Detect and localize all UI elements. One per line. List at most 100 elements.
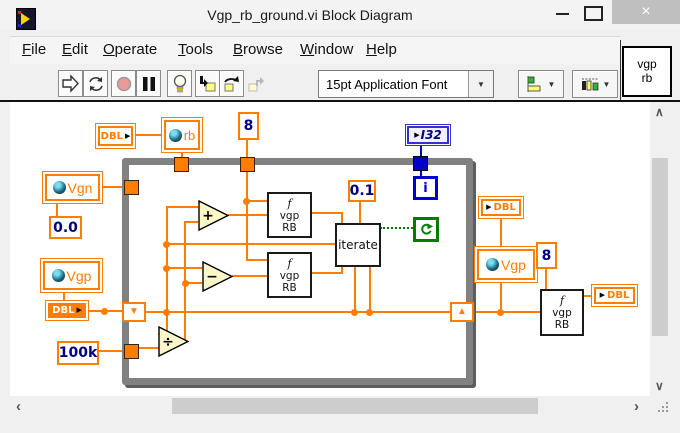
dbl-indicator-terminal-right[interactable]: ▶DBL — [478, 196, 524, 219]
wire-100k-to-tunnel[interactable] — [99, 350, 125, 352]
wire-iterate-to-condition[interactable] — [380, 227, 413, 229]
add-function[interactable]: + — [198, 200, 229, 231]
dbl-indicator-terminal-output[interactable]: ▶DBL — [591, 284, 638, 307]
menu-file[interactable]: File — [22, 41, 47, 58]
wire-i32-to-tunnel[interactable] — [420, 146, 422, 157]
wire-vgp-right-down[interactable] — [500, 283, 502, 313]
subvi-line1: f — [559, 294, 565, 307]
run-continuously-button[interactable] — [83, 70, 108, 97]
tunnel-vgn[interactable] — [124, 180, 139, 195]
vi-icon[interactable]: vgp rb — [622, 46, 672, 97]
wire-subvi-top-output-h[interactable] — [312, 212, 343, 214]
align-objects-button[interactable]: ▼ — [518, 70, 564, 98]
distribute-dropdown-arrow: ▼ — [602, 79, 611, 89]
global-rb[interactable]: rb — [161, 117, 203, 153]
pause-button[interactable] — [136, 70, 161, 97]
iterate-subvi[interactable]: iterate — [335, 223, 381, 267]
wire-8-to-subvi-bottom[interactable] — [246, 259, 268, 261]
wire-dbl-to-vgp-right[interactable] — [500, 219, 502, 247]
tunnel-100k[interactable] — [124, 344, 139, 359]
wire-8-to-subvi-right[interactable] — [545, 269, 547, 290]
labview-app-icon[interactable] — [16, 8, 36, 30]
wire-dbl-to-rb[interactable] — [135, 134, 162, 136]
menu-edit[interactable]: Edit — [62, 41, 88, 58]
scroll-left-arrow[interactable]: ‹ — [16, 398, 21, 415]
while-loop-border[interactable] — [122, 158, 473, 385]
menu-tools[interactable]: Tools — [178, 41, 214, 58]
scroll-up-arrow[interactable]: ∧ — [655, 105, 664, 119]
step-into-button[interactable] — [195, 70, 220, 97]
wire-subvi-right-output[interactable] — [584, 295, 592, 297]
wire-iterate-out1[interactable] — [354, 267, 356, 313]
title-bar[interactable]: Vgp_rb_ground.vi Block Diagram × — [0, 0, 680, 30]
divide-function[interactable]: ÷ — [158, 326, 189, 357]
menu-window[interactable]: Window — [300, 41, 354, 58]
wire-rb-to-tunnel[interactable] — [181, 152, 183, 158]
wire-tunnel-to-i[interactable] — [420, 171, 422, 177]
wire-to-iterate-input[interactable] — [166, 243, 335, 245]
wire-shift-register-line[interactable] — [146, 311, 452, 313]
wire-01-to-iterate[interactable] — [359, 201, 361, 223]
subtract-function[interactable]: − — [202, 261, 233, 292]
distribute-objects-button[interactable]: ▼ — [572, 70, 618, 98]
constant-0-1[interactable]: 0.1 — [348, 180, 376, 202]
wire-junction — [366, 309, 373, 316]
i32-indicator-terminal[interactable]: ▶I32 — [405, 124, 451, 146]
shift-register-left[interactable]: ▼ — [122, 302, 146, 322]
wire-sr-to-subvi-right[interactable] — [474, 311, 540, 313]
global-vgp-right[interactable]: Vgp — [474, 246, 538, 283]
constant-8-right[interactable]: 8 — [536, 242, 557, 269]
wire-subtract-output[interactable] — [232, 275, 267, 277]
constant-100k[interactable]: 100k — [57, 341, 99, 365]
subvi-vgp-rb-right[interactable]: f vgp RB — [540, 289, 584, 336]
wire-subvi-top-output-v[interactable] — [341, 212, 343, 224]
scroll-down-arrow[interactable]: ∨ — [655, 379, 664, 393]
font-selector-dropdown-arrow[interactable]: ▼ — [468, 71, 493, 97]
horizontal-scroll-thumb[interactable] — [172, 398, 538, 414]
wire-subvi-bottom-output-h[interactable] — [312, 272, 343, 274]
dbl-control-terminal-top[interactable]: DBL▶ — [95, 123, 136, 149]
tunnel-i32[interactable] — [413, 156, 428, 171]
global-vgp-left[interactable]: Vgp — [40, 258, 103, 293]
wire-8-to-subvi-top[interactable] — [246, 200, 268, 202]
step-over-button[interactable] — [219, 70, 244, 97]
highlight-execution-button[interactable] — [167, 70, 192, 97]
tunnel-rb[interactable] — [174, 157, 189, 172]
subvi-vgp-rb-top[interactable]: f vgp RB — [267, 192, 312, 238]
step-out-button[interactable] — [243, 70, 268, 97]
wire-to-add-bottom[interactable] — [184, 221, 198, 223]
global-rb-label: rb — [183, 127, 196, 143]
constant-0-0[interactable]: 0.0 — [49, 216, 82, 239]
loop-condition-terminal[interactable] — [413, 217, 439, 242]
abort-button[interactable] — [111, 70, 136, 97]
resize-grip[interactable] — [658, 410, 660, 412]
constant-8-top[interactable]: 8 — [238, 112, 259, 140]
wire-tunnel-to-divide[interactable] — [139, 347, 159, 349]
wire-vgn-to-zero[interactable] — [56, 203, 58, 217]
shift-register-right[interactable]: ▲ — [450, 302, 474, 322]
global-vgn[interactable]: Vgn — [42, 171, 103, 204]
tunnel-8[interactable] — [240, 157, 255, 172]
wire-add-output[interactable] — [228, 214, 267, 216]
wire-8-inside-vertical[interactable] — [246, 172, 248, 261]
iteration-terminal[interactable]: i — [413, 176, 438, 200]
maximize-button[interactable] — [584, 6, 603, 21]
close-button[interactable]: × — [612, 0, 680, 24]
vertical-scroll-thumb[interactable] — [652, 158, 668, 336]
wire-subvi-bottom-output-v[interactable] — [341, 266, 343, 274]
run-button[interactable] — [58, 70, 83, 97]
wire-to-add-top[interactable] — [166, 206, 198, 208]
minimize-button[interactable] — [556, 13, 569, 15]
wire-vgn-to-tunnel[interactable] — [103, 186, 125, 188]
menu-help[interactable]: Help — [366, 41, 397, 58]
dbl-control-terminal-left[interactable]: DBL▶ — [45, 300, 89, 321]
subvi-vgp-rb-bottom[interactable]: f vgp RB — [267, 252, 312, 298]
menu-browse[interactable]: Browse — [233, 41, 284, 58]
font-selector[interactable]: 15pt Application Font ▼ — [318, 70, 494, 98]
wire-8-to-tunnel[interactable] — [246, 140, 248, 158]
menu-operate[interactable]: Operate — [103, 41, 158, 58]
scroll-right-arrow[interactable]: › — [634, 398, 639, 415]
wire-to-subtract-bottom[interactable] — [184, 282, 202, 284]
wire-iterate-out2[interactable] — [369, 267, 371, 313]
wire-vgp-to-dbl[interactable] — [63, 293, 65, 301]
